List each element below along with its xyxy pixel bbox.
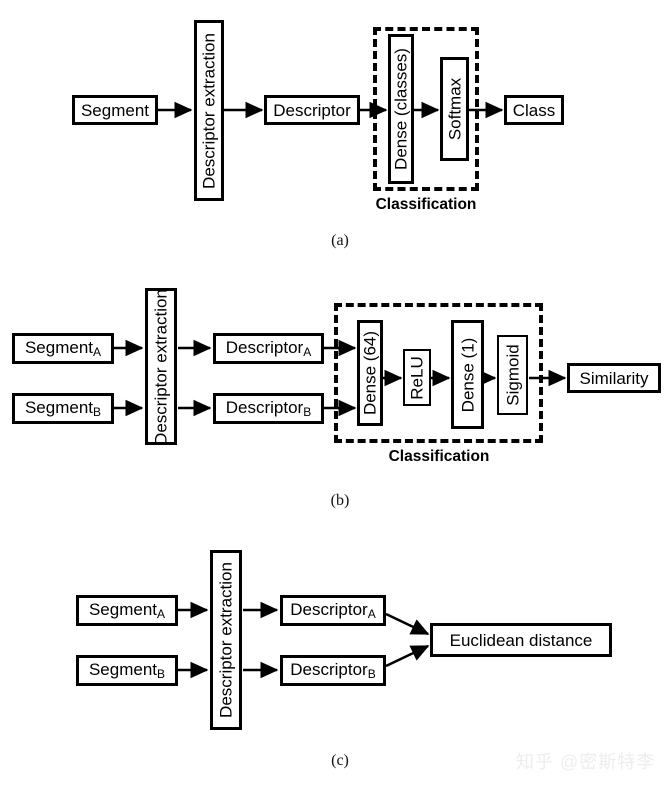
panel-b-dense-1-box: Dense (1)	[451, 320, 484, 429]
panel-b-segment-a-box: SegmentA	[12, 333, 114, 364]
panel-b-segment-b-box: SegmentB	[12, 393, 114, 424]
panel-b-descriptor-b-box: DescriptorB	[213, 393, 324, 424]
panel-a-descriptor-label: Descriptor	[273, 100, 351, 120]
panel-b-segment-a-label: SegmentA	[24, 338, 102, 359]
panel-b-caption: (b)	[330, 492, 350, 509]
panel-b-classification-label: Classification	[388, 448, 490, 465]
panel-b-segment-a-subscript: A	[93, 345, 102, 359]
panel-c-descriptor-b-label: DescriptorB	[290, 660, 376, 681]
panel-b-relu-box: ReLU	[403, 349, 431, 406]
panel-c-segment-a-label: SegmentA	[88, 600, 166, 621]
panel-a-segment-box: Segment	[72, 95, 158, 125]
panel-b-classification-group	[334, 303, 543, 443]
panel-b-relu-label: ReLU	[407, 355, 427, 400]
panel-b-similarity-box: Similarity	[567, 363, 661, 393]
panel-c-descriptor-b-box: DescriptorB	[280, 655, 386, 686]
panel-a-segment-label: Segment	[80, 100, 150, 120]
panel-a-descriptor-box: Descriptor	[264, 95, 360, 125]
panel-a-softmax-label: Softmax	[445, 77, 464, 141]
panel-a-class-label: Class	[512, 100, 556, 120]
panel-a-class-box: Class	[504, 95, 564, 125]
panel-a-descriptor-extraction-box: Descriptor extraction	[194, 20, 224, 201]
panel-b-descriptor-a-label: DescriptorA	[225, 338, 312, 359]
panel-c-descriptor-extraction-label: Descriptor extraction	[216, 562, 236, 718]
panel-c-euclidean-distance-box: Euclidean distance	[430, 623, 612, 657]
panel-c-descriptor-extraction-box: Descriptor extraction	[210, 550, 242, 730]
panel-b-dense-1-label: Dense (1)	[458, 337, 477, 412]
panel-a-dense-classes-box: Dense (classes)	[388, 34, 414, 184]
panel-a-dense-classes-label: Dense (classes)	[391, 48, 411, 170]
panel-b-segment-b-label: SegmentB	[24, 398, 102, 419]
panel-b-descriptor-a-subscript: A	[303, 345, 312, 359]
panel-b-similarity-label: Similarity	[579, 368, 649, 388]
watermark: 知乎 @密斯特李	[516, 752, 656, 772]
panel-b-descriptor-b-subscript: B	[303, 405, 312, 419]
panel-a-caption: (a)	[331, 232, 349, 249]
panel-c-descriptor-a-label: DescriptorA	[290, 600, 376, 621]
panel-b-descriptor-extraction-box: Descriptor extraction	[145, 288, 177, 445]
panel-c-segment-b-subscript: B	[157, 667, 166, 681]
panel-b-dense-64-label: Dense (64)	[360, 330, 380, 416]
panel-b-sigmoid-box: Sigmoid	[497, 335, 528, 415]
panel-c-descriptor-b-subscript: B	[367, 667, 376, 681]
panel-b-sigmoid-label: Sigmoid	[503, 344, 522, 406]
panel-c-segment-b-label: SegmentB	[88, 660, 166, 681]
panel-c-euclidean-distance-label: Euclidean distance	[449, 630, 593, 650]
panel-c-segment-a-subscript: A	[157, 607, 166, 621]
panel-a-classification-label: Classification	[375, 196, 477, 213]
panel-a-softmax-box: Softmax	[440, 57, 469, 161]
panel-c-descriptor-a-box: DescriptorA	[280, 595, 386, 626]
panel-c-descriptor-a-subscript: A	[367, 607, 376, 621]
panel-c-caption: (c)	[331, 752, 349, 769]
panel-b-descriptor-a-box: DescriptorA	[213, 333, 324, 364]
panel-a-descriptor-extraction-label: Descriptor extraction	[199, 32, 219, 189]
panel-c-segment-b-box: SegmentB	[76, 655, 178, 686]
panel-b-descriptor-extraction-label: Descriptor extraction	[151, 288, 171, 445]
panel-b-descriptor-b-label: DescriptorB	[225, 398, 312, 419]
panel-b-segment-b-subscript: B	[93, 405, 102, 419]
panel-c-segment-a-box: SegmentA	[76, 595, 178, 626]
panel-b-dense-64-box: Dense (64)	[357, 320, 383, 426]
